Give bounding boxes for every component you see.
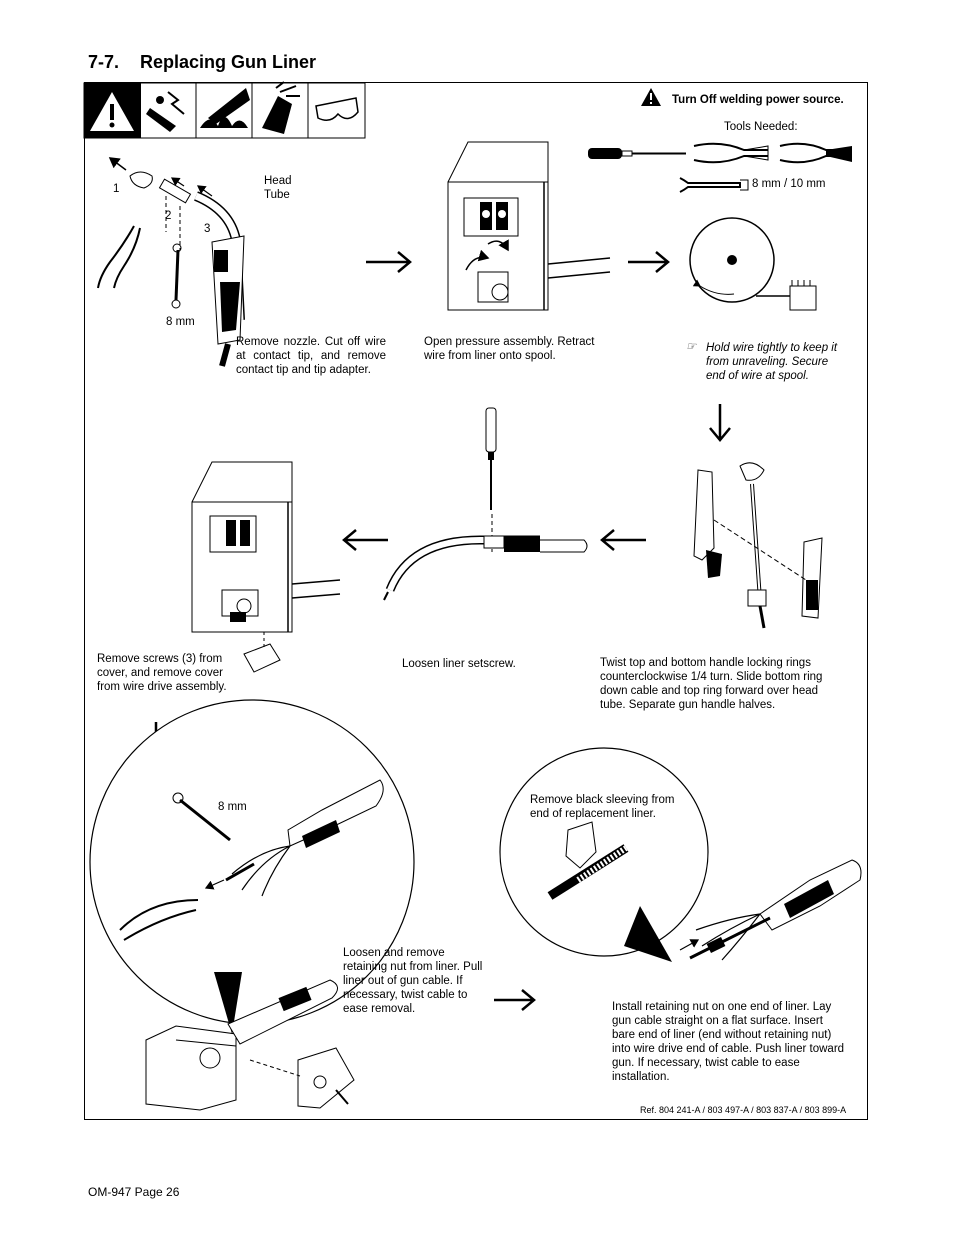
step7-text: Loosen and remove retaining nut from lin… [343, 947, 483, 1015]
hand-icon [565, 821, 597, 869]
step1-wrench-label: 8 mm [166, 316, 195, 328]
section-number: 7-7. [88, 52, 120, 72]
step8-callout-illustration [499, 747, 709, 962]
pliers-tool-icon [693, 142, 769, 164]
step1-gun-illustration [97, 157, 245, 367]
tools-heading: Tools Needed: [724, 121, 798, 133]
warning-text: Turn Off welding power source. [672, 94, 844, 106]
step5-setscrew-illustration [383, 407, 588, 601]
wrench-icon [172, 792, 231, 842]
step6-feeder-illustration [191, 461, 341, 673]
reference-numbers: Ref. 804 241-A / 803 497-A / 803 837-A /… [640, 1105, 847, 1115]
step4-handle-illustration [693, 462, 823, 629]
callout-1: 1 [113, 183, 120, 195]
tube-label: Tube [264, 189, 290, 201]
section-title: 7-7. Replacing Gun Liner [88, 52, 316, 73]
wrench-tool-icon [679, 177, 749, 193]
step1-text: Remove nozzle. Cut off wire at contact t… [236, 336, 386, 376]
step8-liner-illustration [679, 859, 862, 961]
step5-text: Loosen liner setscrew. [402, 658, 516, 670]
cutters-tool-icon [779, 142, 852, 164]
arc-ray-hazard-icon [262, 81, 300, 134]
step3-spool-illustration [689, 217, 817, 311]
fire-hazard-icon [200, 88, 250, 128]
step4-text: Twist top and bottom handle locking ring… [600, 657, 823, 711]
safety-symbols [83, 81, 366, 139]
page-footer: OM-947 Page 26 [88, 1185, 180, 1199]
step2-text: Open pressure assembly. Retract wire fro… [424, 336, 595, 362]
step8-callout-text: Remove black sleeving from end of replac… [530, 794, 675, 820]
procedure-frame [84, 82, 868, 1120]
wrench-icon [171, 243, 182, 309]
step8-text: Install retaining nut on one end of line… [612, 1001, 845, 1083]
step6-text: Remove screws (3) from cover, and remove… [97, 653, 227, 693]
screwdriver-tool-icon [588, 148, 686, 159]
pliers-icon [97, 225, 141, 289]
warning-symbol-icon [84, 83, 141, 138]
warning-icon [641, 88, 661, 106]
note-icon: ☞ [686, 341, 697, 353]
wrench-size-label: 8 mm / 10 mm [752, 178, 826, 190]
callout-2: 2 [165, 210, 172, 222]
hand-icon [789, 280, 817, 311]
step7-detail-illustration [89, 699, 415, 1034]
step2-feeder-illustration [447, 141, 611, 311]
safety-glasses-icon [315, 97, 359, 121]
head-label: Head [264, 175, 292, 187]
step7-wrench-label: 8 mm [218, 801, 247, 813]
electric-shock-icon [146, 91, 185, 132]
step3-note: Hold wire tightly to keep it from unrave… [706, 342, 838, 382]
cover-icon [243, 643, 281, 673]
section-title-text: Replacing Gun Liner [140, 52, 317, 72]
pliers-icon [119, 899, 199, 941]
callout-3: 3 [204, 223, 211, 235]
cover-icon [297, 1047, 355, 1109]
step7-feeder-illustration [145, 979, 355, 1111]
